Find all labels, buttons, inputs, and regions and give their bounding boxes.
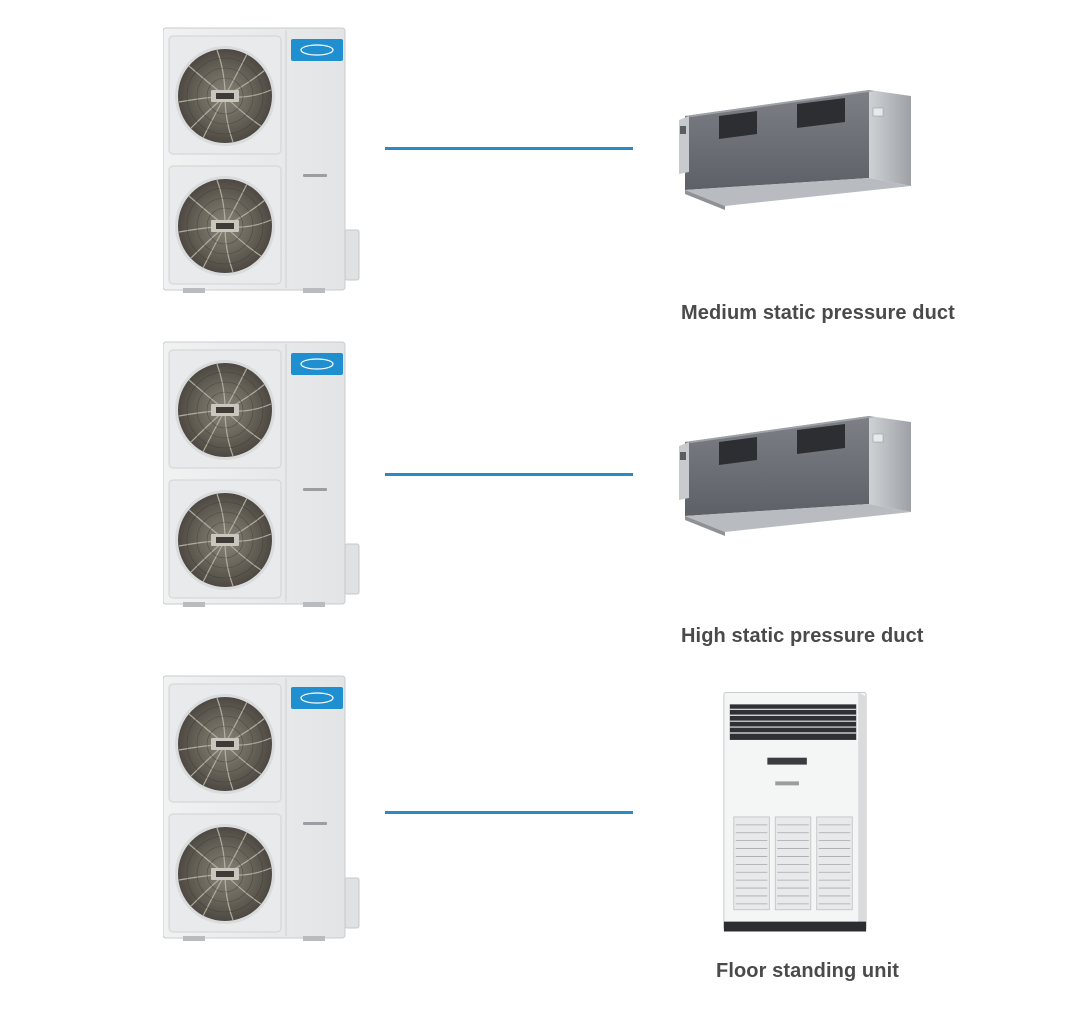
outdoor-ac-unit-icon (163, 672, 363, 942)
connection-line (385, 473, 633, 476)
floor-standing-unit-icon (723, 691, 867, 933)
indoor-unit-caption: Floor standing unit (716, 960, 899, 982)
outdoor-ac-unit-icon (163, 338, 363, 608)
ducted-unit-icon (678, 89, 912, 211)
connection-line (385, 147, 633, 150)
indoor-unit-caption: High static pressure duct (681, 625, 924, 647)
indoor-unit-caption: Medium static pressure duct (681, 302, 955, 324)
connection-line (385, 811, 633, 814)
ducted-unit-icon (678, 415, 912, 537)
outdoor-ac-unit-icon (163, 24, 363, 294)
